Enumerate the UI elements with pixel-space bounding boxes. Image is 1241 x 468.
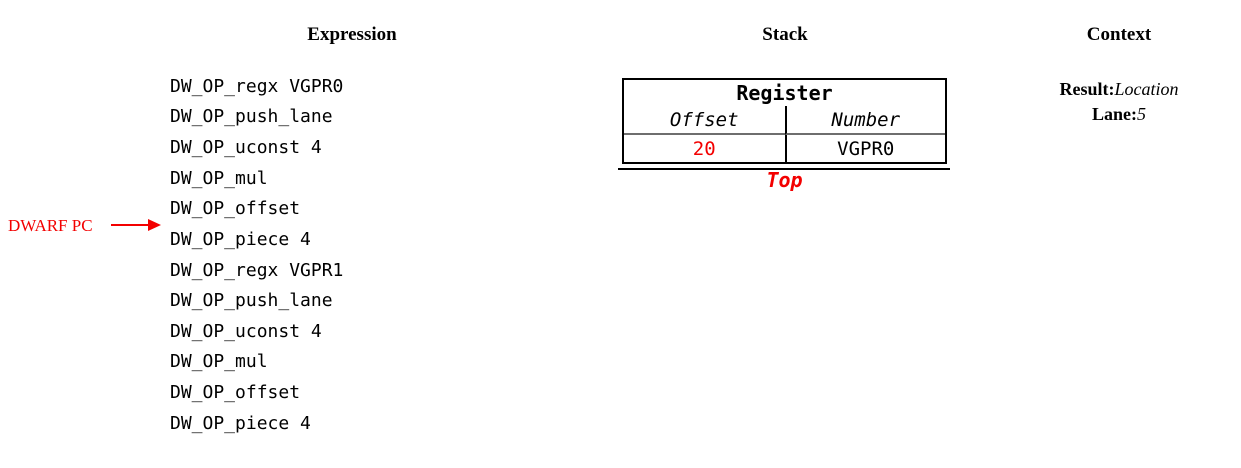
stack-top-label: Top (766, 168, 803, 192)
dwarf-pc-arrow-line (111, 224, 149, 226)
expression-op: DW_OP_mul (170, 167, 268, 189)
context-lane-line: Lane:5 (1019, 102, 1219, 127)
context-lane-label: Lane: (1092, 104, 1137, 124)
stack-column-number: Number (784, 106, 945, 135)
context-column-header: Context (1086, 24, 1152, 45)
expression-op-current: DW_OP_piece 4 (170, 228, 311, 250)
expression-column-header: Expression (307, 24, 397, 45)
stack-offset-value: 20 (692, 137, 716, 160)
stack-number-value: VGPR0 (784, 135, 946, 162)
expression-op: DW_OP_mul (170, 351, 268, 373)
context-result-line: Result:Location (1019, 77, 1219, 102)
dwarf-pc-arrow-icon (148, 219, 161, 231)
expression-op: DW_OP_offset (170, 198, 301, 220)
expression-op: DW_OP_piece 4 (170, 412, 311, 434)
stack-bottom-rule (618, 168, 950, 170)
expression-op: DW_OP_push_lane (170, 106, 333, 128)
expression-op: DW_OP_regx VGPR1 (170, 259, 344, 281)
expression-op: DW_OP_offset (170, 382, 301, 404)
stack-column-header: Stack (762, 24, 808, 45)
context-result-value: Location (1114, 79, 1179, 99)
expression-op: DW_OP_regx VGPR0 (170, 75, 344, 97)
expression-op: DW_OP_uconst 4 (170, 320, 322, 342)
expression-op: DW_OP_uconst 4 (170, 137, 322, 159)
context-block: Result:Location Lane:5 (1019, 77, 1219, 127)
expression-op: DW_OP_push_lane (170, 290, 333, 312)
context-result-label: Result: (1059, 79, 1115, 99)
dwarf-pc-label: DWARF PC (8, 216, 93, 235)
expression-op-list: DW_OP_regx VGPR0 DW_OP_push_lane DW_OP_u… (170, 71, 430, 439)
stack-entry-table: Register Offset Number 20 VGPR0 (622, 78, 947, 164)
stack-column-offset: Offset (624, 106, 785, 135)
context-lane-value: 5 (1137, 104, 1146, 124)
stack-entry-title: Register (736, 81, 833, 105)
